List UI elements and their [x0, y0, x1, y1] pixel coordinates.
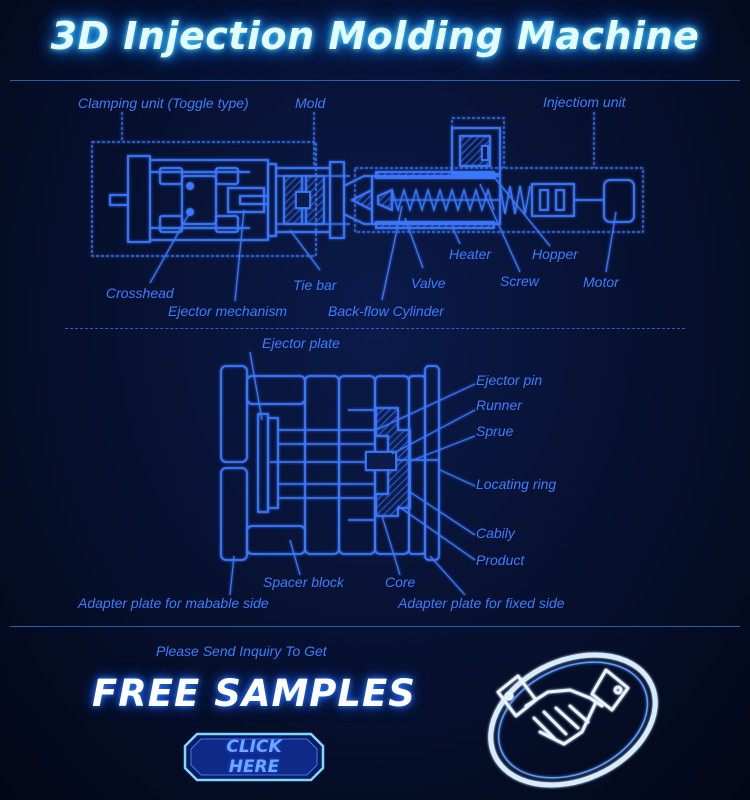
label-adapter-movable: Adapter plate for mabable side — [77, 595, 269, 611]
mold-labels: Ejector plate Ejector pin Runner Sprue L… — [77, 335, 565, 611]
button-label-line2: HERE — [228, 757, 280, 777]
label-locating-ring: Locating ring — [476, 476, 556, 492]
label-sprue: Sprue — [476, 423, 514, 439]
label-hopper: Hopper — [532, 246, 579, 262]
label-heater: Heater — [449, 246, 492, 262]
label-screw: Screw — [500, 273, 540, 289]
button-label: CLICK HERE — [183, 737, 325, 777]
label-adapter-fixed: Adapter plate for fixed side — [397, 595, 565, 611]
handshake-icon — [488, 652, 658, 788]
button-label-line1: CLICK — [226, 737, 282, 757]
label-cabily: Cabily — [476, 525, 516, 541]
title-divider — [10, 80, 740, 81]
inquiry-text: Please Send Inquiry To Get — [156, 643, 327, 659]
machine-drawing — [91, 112, 644, 302]
label-product: Product — [476, 552, 525, 568]
label-core: Core — [385, 574, 416, 590]
label-motor: Motor — [583, 274, 620, 290]
label-crosshead: Crosshead — [106, 285, 175, 301]
label-clamping-unit: Clamping unit (Toggle type) — [78, 95, 249, 111]
label-valve: Valve — [411, 275, 446, 291]
cta-divider — [10, 626, 740, 627]
label-back-flow-cylinder: Back-flow Cylinder — [328, 303, 445, 319]
label-ejector-mechanism: Ejector mechanism — [168, 303, 287, 319]
label-spacer-block: Spacer block — [263, 574, 345, 590]
label-ejector-plate: Ejector plate — [262, 335, 340, 351]
mold-drawing — [220, 351, 476, 596]
label-tie-bar: Tie bar — [293, 277, 338, 293]
page-title: 3D Injection Molding Machine — [50, 14, 700, 58]
click-here-button[interactable]: CLICK HERE — [183, 732, 325, 782]
label-ejector-pin: Ejector pin — [476, 372, 542, 388]
label-mold: Mold — [295, 95, 327, 111]
free-samples-heading: FREE SAMPLES — [92, 672, 416, 715]
label-injection-unit: Injectiom unit — [543, 94, 627, 110]
section-divider — [65, 328, 685, 329]
machine-labels: Clamping unit (Toggle type) Mold Injecti… — [78, 94, 627, 319]
label-runner: Runner — [476, 397, 523, 413]
button-frame — [183, 732, 325, 782]
